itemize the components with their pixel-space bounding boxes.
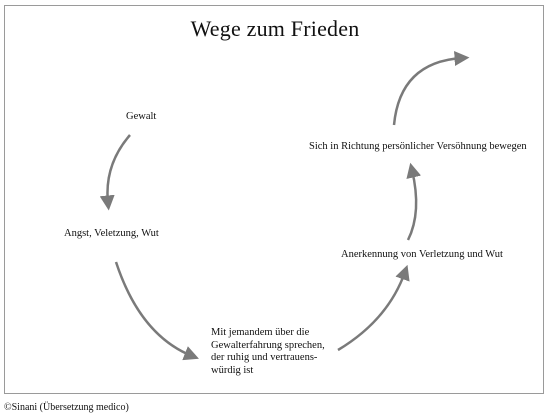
arrow-angst-to-gespraech xyxy=(114,261,199,361)
node-gespraech-line: Gewalterfahrung sprechen, xyxy=(211,339,325,351)
node-gespraech: Mit jemandem über die Gewalterfahrung sp… xyxy=(211,327,325,377)
node-versoehnung: Sich in Richtung persönlicher Versöhnung… xyxy=(309,141,527,152)
node-anerkennung: Anerkennung von Verletzung und Wut xyxy=(341,249,503,260)
node-gespraech-line: der ruhig und vertrauens- xyxy=(211,352,318,363)
credit-line: ©Sinani (Übersetzung medico) xyxy=(4,402,129,413)
node-gewalt: Gewalt xyxy=(126,111,157,122)
node-gespraech-line: würdig ist xyxy=(211,364,254,376)
node-angst-verletzung-wut: Angst, Veletzung, Wut xyxy=(64,228,159,239)
diagram-title: Wege zum Frieden xyxy=(190,16,360,41)
arrow-gewalt-to-angst xyxy=(99,134,131,211)
arrow-gespraech-to-anerkennung xyxy=(337,264,410,352)
diagram-frame xyxy=(4,5,544,394)
arrow-anerkennung-to-versoehnung xyxy=(406,162,422,241)
node-gespraech-line: Mit jemandem über die xyxy=(211,327,310,338)
arrow-versoehnung-onward xyxy=(392,51,470,126)
